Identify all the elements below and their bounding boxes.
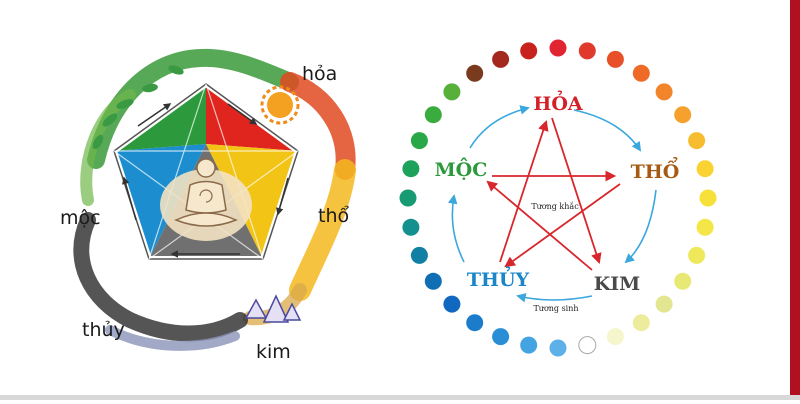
ring-dot	[699, 189, 717, 207]
bottom-border-strip	[0, 395, 800, 400]
ring-dot	[424, 106, 442, 124]
ring-dot	[492, 50, 510, 68]
ring-dot	[696, 160, 714, 178]
generating-cycle-arrows	[447, 105, 657, 303]
ring-dot	[549, 39, 567, 57]
label-kim: KIM	[594, 273, 640, 295]
wood-leaves	[92, 65, 184, 150]
label-kim-left: kim	[256, 341, 291, 363]
ring-dot	[410, 132, 428, 150]
ring-dot	[688, 132, 706, 150]
label-moc: MỘC	[435, 157, 488, 181]
ring-dot	[492, 328, 510, 346]
ring-dot	[606, 328, 624, 346]
label-thuy-left: thủy	[82, 319, 125, 341]
ring-dot	[549, 339, 567, 357]
color-dot-ring	[399, 39, 717, 357]
ring-dot	[655, 295, 673, 313]
crystal-icon	[244, 294, 302, 323]
ring-dot	[520, 42, 538, 60]
label-hoa: HỎA	[533, 89, 583, 115]
meditating-figure-icon	[160, 158, 252, 241]
destructive-cycle-arrows	[486, 117, 621, 271]
label-tho: THỔ	[631, 156, 680, 183]
label-tho-left: thổ	[318, 205, 349, 227]
center-label-tuong-khac: Tương khắc	[531, 202, 579, 211]
ring-dot	[466, 314, 484, 332]
ring-dot	[466, 64, 484, 82]
ring-dot	[578, 42, 596, 60]
ring-dot	[443, 83, 461, 101]
ring-dot	[632, 314, 650, 332]
cycle-arrows	[122, 103, 289, 258]
label-moc-left: mộc	[60, 207, 101, 229]
ring-dot	[696, 218, 714, 236]
ring-dot	[606, 50, 624, 68]
ring-dot	[399, 189, 417, 207]
ring-dot	[688, 246, 706, 264]
ring-dot	[578, 336, 597, 355]
right-border-strip	[790, 0, 800, 400]
ring-dot	[402, 160, 420, 178]
ring-dot	[402, 218, 420, 236]
ring-dot	[520, 336, 538, 354]
left-five-elements-diagram: hỏa thổ kim thủy mộc	[60, 48, 356, 363]
ring-dot	[443, 295, 461, 313]
ring-dot	[655, 83, 673, 101]
ring-dot	[424, 272, 442, 290]
bottom-label-tuong-sinh: Tương sinh	[533, 304, 578, 313]
ring-dot	[410, 246, 428, 264]
ring-dot	[674, 272, 692, 290]
label-thuy: THỦY	[467, 265, 530, 291]
sun-icon	[260, 85, 300, 125]
ring-dot	[674, 106, 692, 124]
right-five-elements-diagram: HỎA THỔ KIM THỦY MỘC Tương khắc Tương si…	[399, 39, 717, 357]
ring-dot	[632, 64, 650, 82]
label-hoa-left: hỏa	[302, 63, 337, 85]
inner-star	[112, 83, 300, 261]
